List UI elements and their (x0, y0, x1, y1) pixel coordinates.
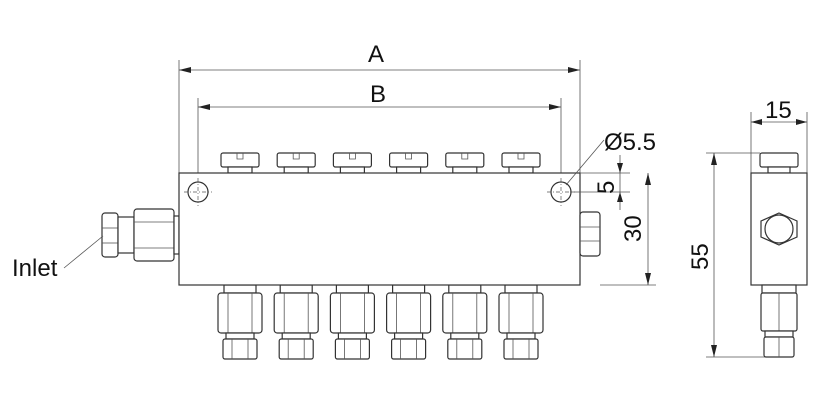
dimension-b: B (197, 81, 562, 190)
side-view: 15 55 (687, 97, 808, 358)
outlet-fitting (386, 284, 432, 360)
inlet-label: Inlet (12, 255, 58, 282)
dimension-a-label: A (368, 41, 384, 68)
hole-offset-label: 5 (593, 181, 620, 194)
front-view: A B (12, 41, 656, 360)
outlet-fitting (329, 284, 375, 360)
total-height-label: 55 (687, 243, 714, 270)
outlet-fitting (273, 284, 319, 360)
top-screw (389, 152, 429, 174)
top-screw (276, 152, 316, 174)
inlet-fitting (101, 208, 180, 262)
end-plug (579, 211, 601, 257)
mounting-hole-left (184, 178, 212, 206)
manifold-block (178, 172, 581, 286)
outlet-fittings (217, 284, 544, 360)
outlet-fitting (498, 284, 544, 360)
dimension-a: A (178, 41, 581, 173)
top-screw (220, 152, 260, 174)
block-height-label: 30 (620, 215, 647, 242)
top-screw (445, 152, 485, 174)
dimension-hole-offset: 5 (570, 155, 630, 210)
screw-cap (759, 152, 799, 168)
hole-diameter-label: Ø5.5 (604, 129, 656, 156)
top-screw (501, 152, 541, 174)
outlet-fitting (442, 284, 488, 360)
top-screw (332, 152, 372, 174)
outlet-fitting (217, 284, 263, 360)
block-width-label: 15 (765, 97, 792, 124)
top-screws (220, 152, 541, 174)
dimension-b-label: B (370, 81, 386, 108)
side-block (750, 172, 808, 286)
dimension-block-height: 30 (600, 173, 656, 286)
